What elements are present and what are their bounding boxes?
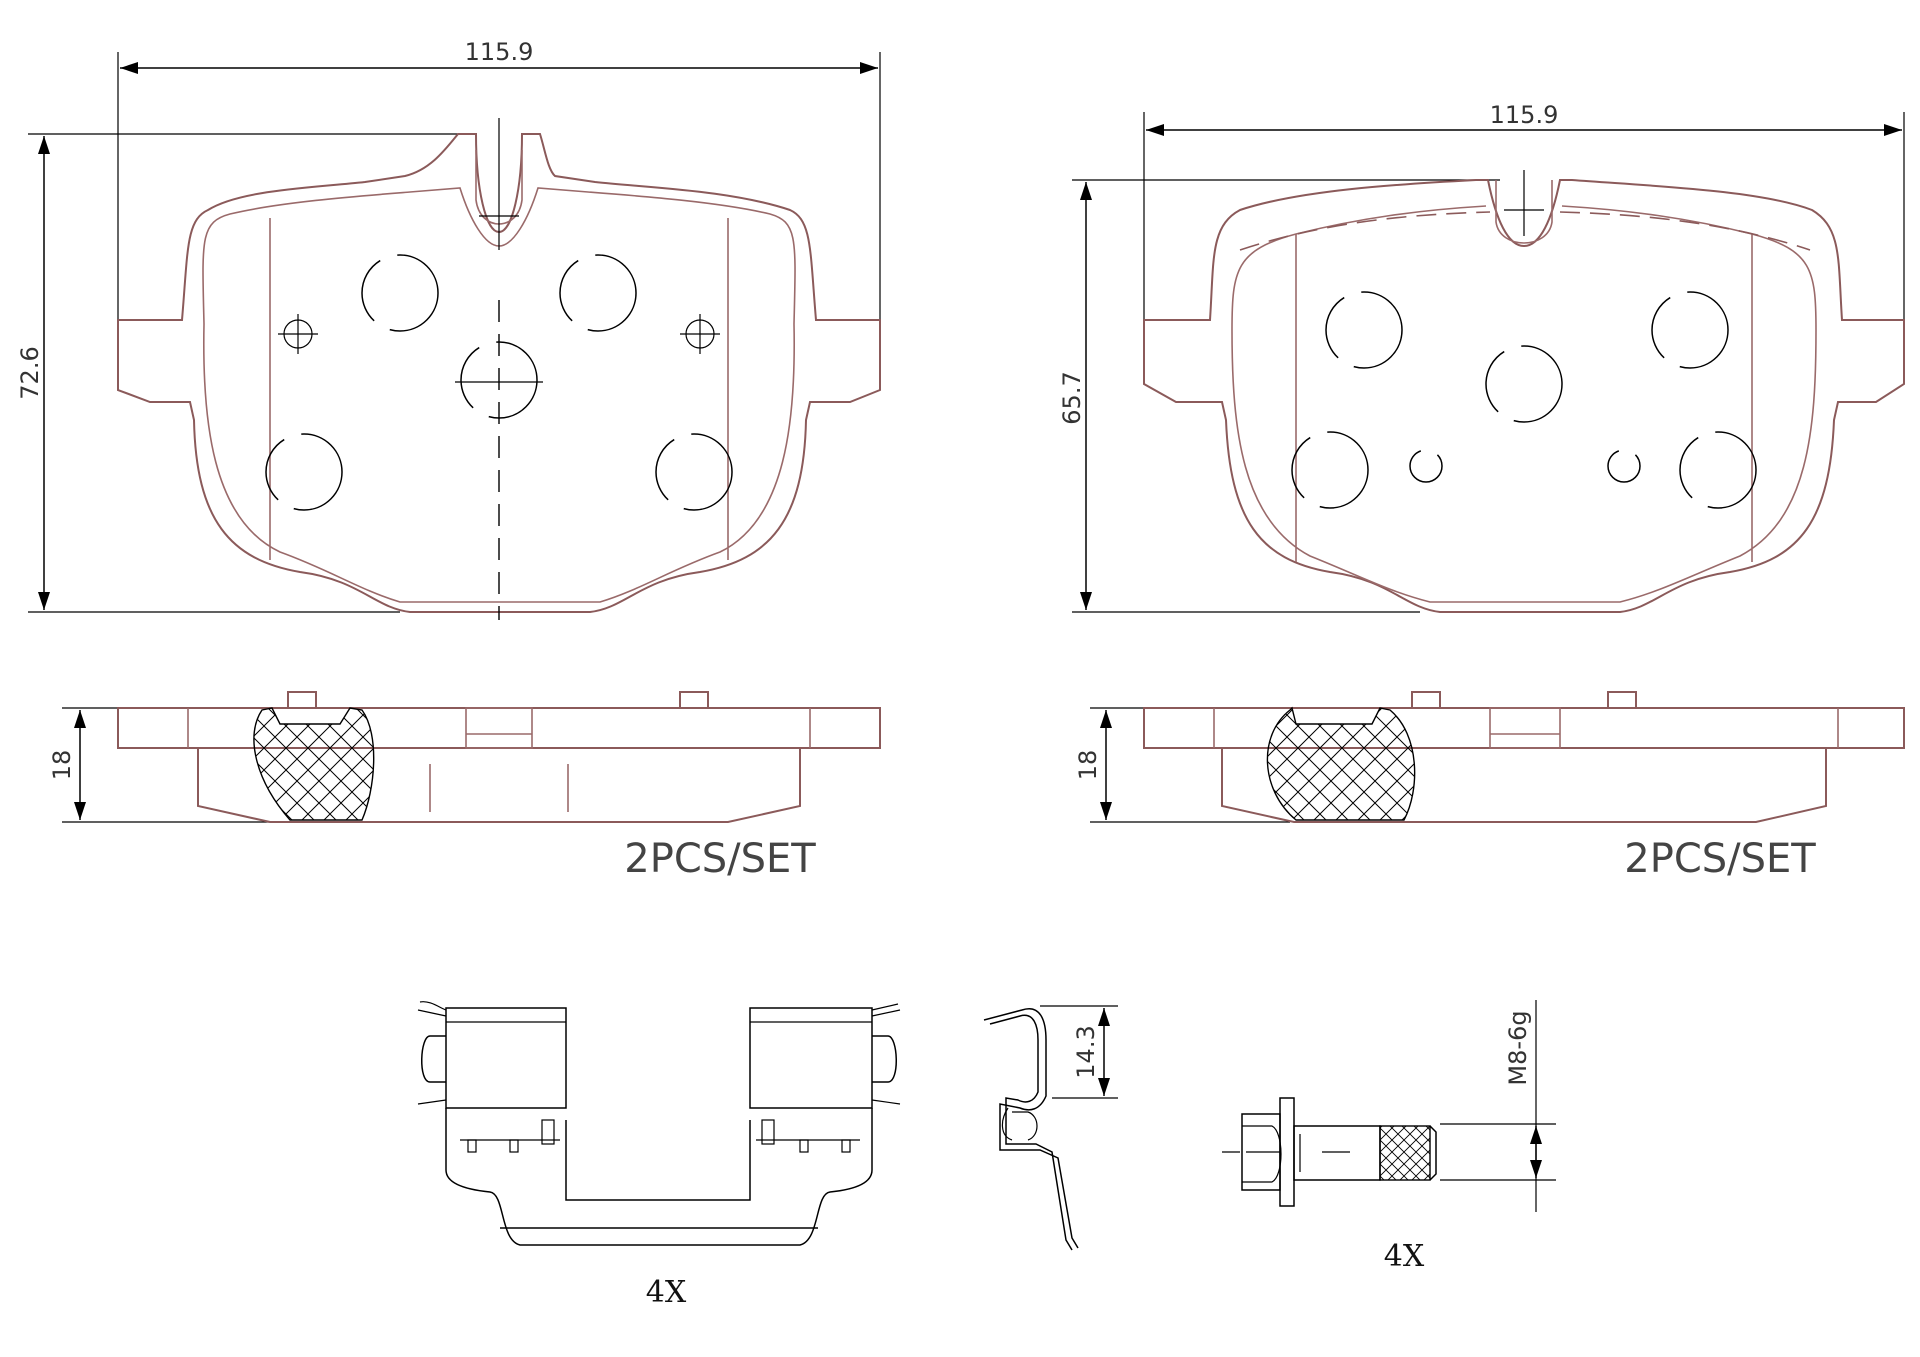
side-tab — [1607, 691, 1637, 709]
small-hole — [1607, 449, 1641, 483]
clip-side-inner — [989, 1014, 1073, 1251]
clip-right-pad — [749, 1007, 873, 1109]
bolt-quantity-label: 4X — [1384, 1239, 1425, 1274]
clip-tab-right — [872, 1035, 897, 1083]
left-pad-side-view: 18 2PCS/SET — [48, 691, 881, 882]
clip-center-cutout — [565, 1120, 751, 1201]
pad-hole — [1485, 345, 1563, 423]
bolt-thread — [1379, 1125, 1431, 1181]
thickness-dimension-label: 18 — [1074, 750, 1102, 781]
locating-mark-right — [680, 314, 720, 354]
backing-plate-side — [117, 707, 881, 749]
pad-hole — [1651, 291, 1729, 369]
height-dimension-label: 65.7 — [1058, 371, 1086, 424]
friction-block-side — [1221, 748, 1827, 823]
side-tab — [1411, 691, 1441, 709]
center-slot-side — [465, 707, 533, 749]
right-pad-front-view: 115.9 65.7 — [1058, 101, 1905, 613]
clip-height-dimension-label: 14.3 — [1072, 1025, 1100, 1078]
bolt-shank — [1293, 1125, 1381, 1181]
bolt-tip — [1429, 1125, 1437, 1181]
pad-hole — [559, 254, 637, 332]
pad-hole — [1291, 431, 1369, 509]
backing-plate-side — [1143, 707, 1905, 749]
pad-hole — [460, 341, 538, 419]
backing-plate-outline — [1143, 179, 1905, 613]
pad-hole — [361, 254, 439, 332]
center-slot — [1495, 180, 1553, 244]
friction-material-outline — [202, 187, 796, 603]
side-tab — [287, 691, 317, 709]
width-dimension-label: 115.9 — [1490, 101, 1559, 129]
pad-hole — [265, 433, 343, 511]
abutment-clip-side: 14.3 — [983, 1005, 1118, 1251]
left-pad-front-view: 115.9 72.6 — [16, 38, 881, 620]
clip-body — [445, 1108, 873, 1246]
abutment-clip-front: 4X — [417, 1001, 901, 1310]
thickness-dimension-label: 18 — [48, 750, 76, 781]
friction-block-side — [197, 748, 801, 823]
pad-hole — [1679, 431, 1757, 509]
guide-bolt: M8-6g 4X — [1222, 1000, 1556, 1274]
wear-line — [1239, 211, 1811, 251]
pad-hole — [1325, 291, 1403, 369]
hatched-section — [253, 707, 375, 821]
pad-hole — [655, 433, 733, 511]
bolt-flange — [1279, 1097, 1295, 1207]
clip-side-profile — [983, 1008, 1079, 1249]
clip-left-pad — [445, 1007, 567, 1109]
backing-plate-outline — [117, 133, 881, 613]
center-slot-side — [1489, 707, 1561, 749]
small-hole — [1409, 449, 1443, 483]
bolt-thread-dimension-label: M8-6g — [1504, 1010, 1532, 1085]
height-dimension-label: 72.6 — [16, 346, 44, 399]
right-pad-side-view: 18 2PCS/SET — [1074, 691, 1905, 882]
side-tab — [679, 691, 709, 709]
width-dimension-label: 115.9 — [465, 38, 534, 66]
clip-tab-left — [421, 1035, 446, 1083]
hatched-section — [1266, 706, 1416, 821]
set-label: 2PCS/SET — [624, 836, 816, 882]
clip-quantity-label: 4X — [646, 1275, 687, 1310]
locating-mark-left — [278, 314, 318, 354]
set-label: 2PCS/SET — [1624, 836, 1816, 882]
friction-material-outline — [1231, 205, 1817, 603]
